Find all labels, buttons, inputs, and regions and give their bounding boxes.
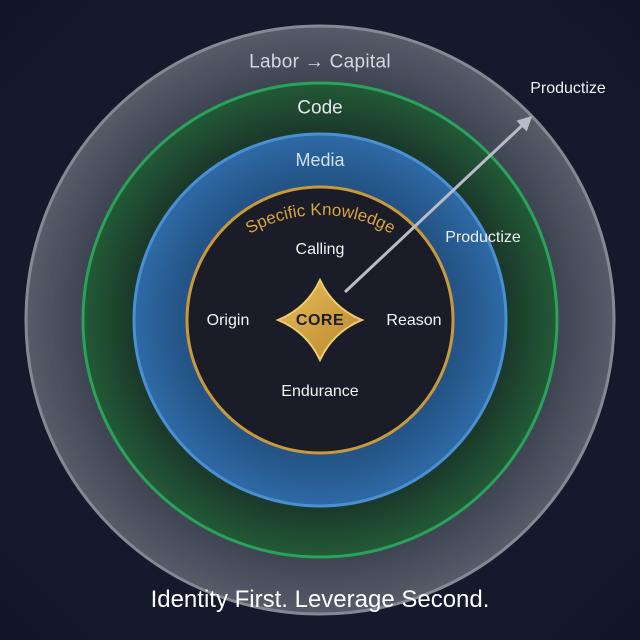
code-ring-label: Code [297,97,343,119]
media-ring-label: Media [295,150,345,170]
core-reason-label: Reason [386,312,442,329]
core-diamond [275,277,365,363]
productize-inner-label: Productize [445,229,521,246]
outer-ring-label: Labor → Capital [249,51,391,73]
core-origin-label: Origin [206,312,250,329]
productize-outer-label: Productize [530,80,606,97]
core-label: CORE [295,312,345,329]
productize-arrow [343,115,533,294]
core-endurance-label: Endurance [281,383,359,400]
tagline: Identity First. Leverage Second. [150,586,490,613]
core-calling-label: Calling [295,241,345,258]
